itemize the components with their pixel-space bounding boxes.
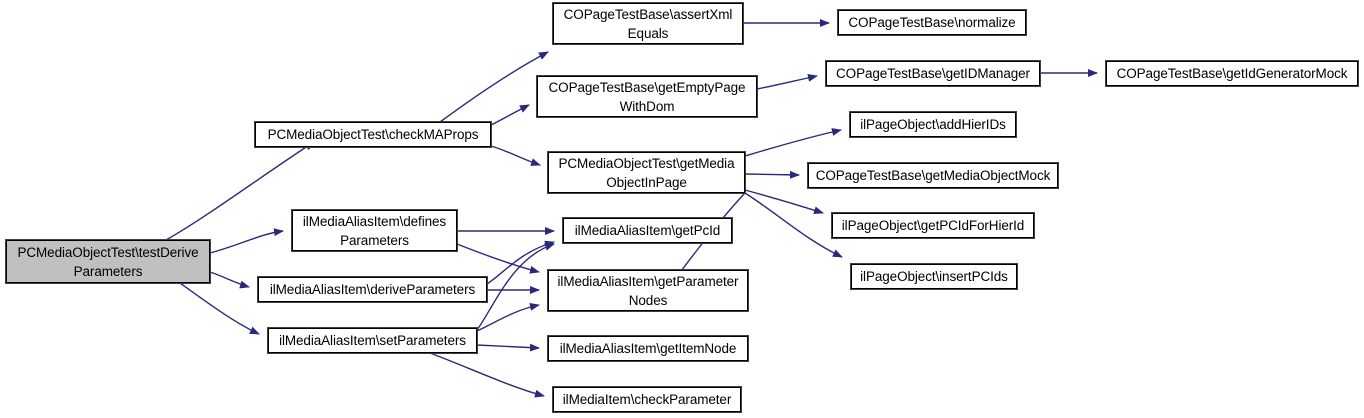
node-assertXmlEquals[interactable]: COPageTestBase\assertXml Equals: [552, 2, 744, 45]
edge-deriveParameters-to-getPcId: [486, 240, 555, 285]
node-insertPCIds[interactable]: ilPageObject\insertPCIds: [850, 263, 1018, 290]
node-getIdGeneratorMock[interactable]: COPageTestBase\getIdGeneratorMock: [1105, 60, 1359, 87]
node-testDeriveParameters[interactable]: PCMediaObjectTest\testDerive Parameters: [5, 239, 211, 284]
node-deriveParameters[interactable]: ilMediaAliasItem\deriveParameters: [257, 276, 488, 303]
edge-definesParameters-to-getParameterNodes: [456, 243, 540, 274]
node-getMediaObjectMock[interactable]: COPageTestBase\getMediaObjectMock: [807, 162, 1059, 189]
node-checkParameter[interactable]: ilMediaItem\checkParameter: [552, 386, 742, 413]
node-getParameterNodes[interactable]: ilMediaAliasItem\getParameter Nodes: [547, 269, 749, 312]
node-setParameters[interactable]: ilMediaAliasItem\setParameters: [267, 327, 478, 354]
edge-checkMAProps-to-getEmptyPageWithDom: [490, 104, 530, 126]
node-getPcId[interactable]: ilMediaAliasItem\getPcId: [562, 217, 733, 244]
edge-setParameters-to-getPcId: [476, 243, 555, 331]
node-getPCIdForHierId[interactable]: ilPageObject\getPCIdForHierId: [831, 212, 1035, 239]
edge-getMediaObjectInPage-to-getPCIdForHierId: [744, 189, 824, 215]
edge-setParameters-to-checkParameter: [429, 352, 545, 398]
node-getIDManager[interactable]: COPageTestBase\getIDManager: [825, 60, 1041, 87]
edge-getMediaObjectInPage-to-addHierIDs: [744, 128, 842, 157]
node-checkMAProps[interactable]: PCMediaObjectTest\checkMAProps: [254, 121, 492, 148]
edge-checkMAProps-to-assertXmlEquals: [439, 51, 549, 123]
edge-setParameters-to-getItemNode: [476, 343, 540, 352]
node-addHierIDs[interactable]: ilPageObject\addHierIDs: [849, 111, 1017, 138]
edge-checkMAProps-to-getMediaObjectInPage: [490, 145, 541, 166]
edge-getEmptyPageWithDom-to-getIDManager: [756, 73, 818, 90]
edge-testDeriveParameters-to-setParameters: [179, 282, 260, 335]
node-getMediaObjectInPage[interactable]: PCMediaObjectTest\getMedia ObjectInPage: [547, 151, 746, 194]
node-definesParameters[interactable]: ilMediaAliasItem\defines Parameters: [291, 209, 458, 252]
node-normalize[interactable]: COPageTestBase\normalize: [837, 9, 1027, 36]
edge-getMediaObjectInPage-to-getMediaObjectMock: [744, 170, 800, 179]
edge-getMediaObjectInPage-to-insertPCIds: [744, 192, 843, 258]
edge-setParameters-to-getParameterNodes: [476, 302, 540, 332]
node-getItemNode[interactable]: ilMediaAliasItem\getItemNode: [547, 335, 749, 362]
edge-testDeriveParameters-to-definesParameters: [209, 228, 284, 254]
node-getEmptyPageWithDom[interactable]: COPageTestBase\getEmptyPage WithDom: [536, 75, 758, 118]
edge-testDeriveParameters-to-deriveParameters: [209, 271, 250, 289]
